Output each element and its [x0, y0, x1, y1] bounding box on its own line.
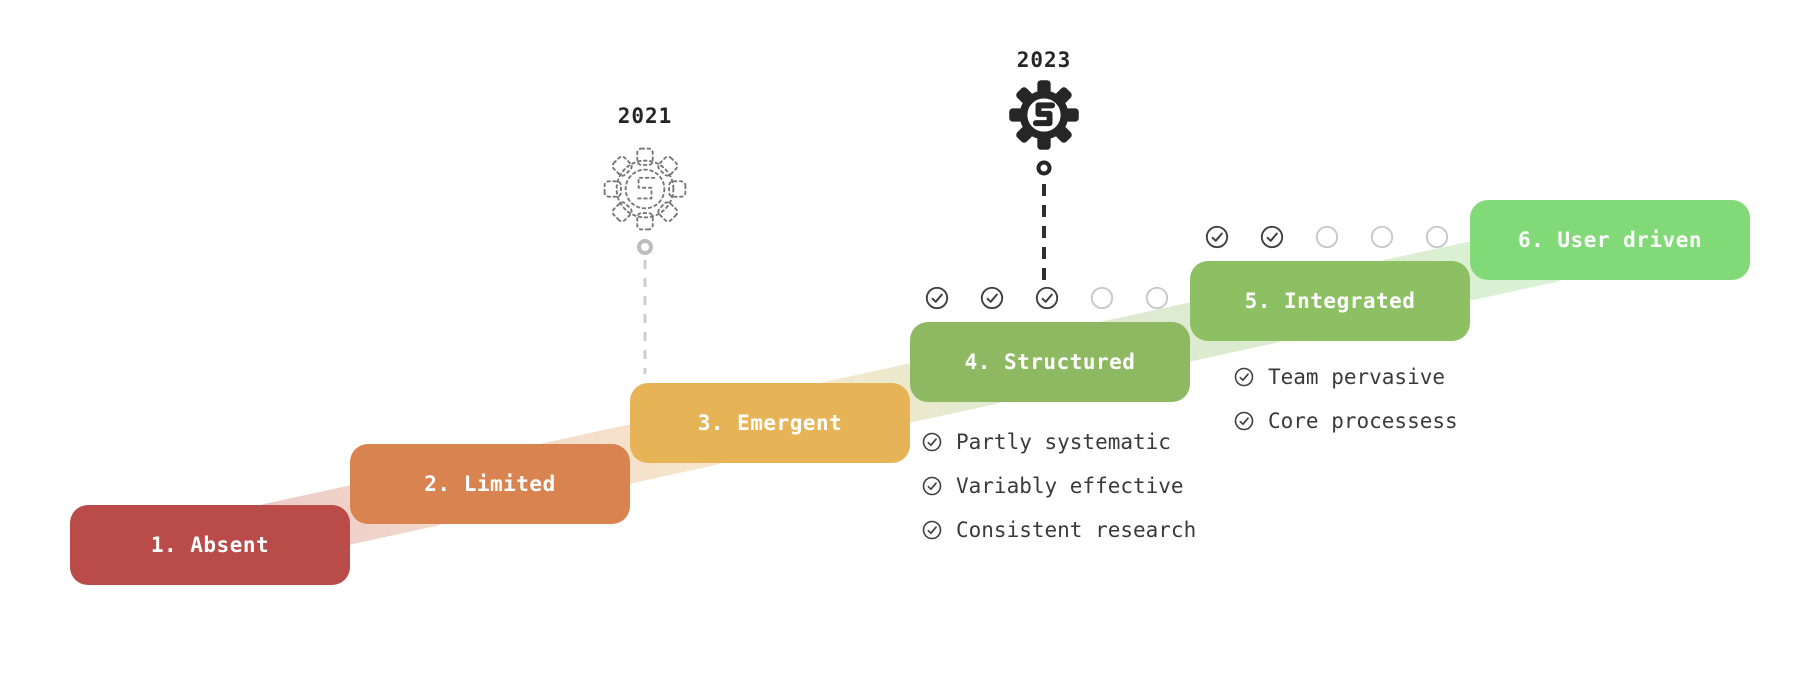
empty-circle-icon — [1425, 225, 1449, 249]
check-circle-icon — [922, 476, 942, 496]
progress-circle — [1145, 286, 1169, 310]
progress-circle — [1035, 286, 1059, 310]
step-box-2: 2. Limited — [350, 444, 630, 524]
progress-circle — [1205, 225, 1229, 249]
timeline-marker-2023: 2023 — [984, 48, 1104, 178]
checklist-item: Consistent research — [922, 518, 1197, 542]
check-circle-icon — [980, 286, 1004, 310]
progress-circle — [1425, 225, 1449, 249]
progress-circle — [980, 286, 1004, 310]
step-label: 4. Structured — [964, 350, 1136, 374]
step-label: 5. Integrated — [1244, 289, 1416, 313]
checklist-item-label: Consistent research — [956, 518, 1197, 542]
checklist-item: Variably effective — [922, 474, 1184, 498]
location-pin-icon — [637, 239, 653, 255]
check-circle-icon — [1234, 367, 1254, 387]
step-box-4: 4. Structured — [910, 322, 1190, 402]
step-box-3: 3. Emergent — [630, 383, 910, 463]
check-circle-icon — [925, 286, 949, 310]
progress-circle — [925, 286, 949, 310]
step-label: 2. Limited — [424, 472, 556, 496]
check-circle-icon — [1234, 411, 1254, 431]
check-circle-icon — [1205, 225, 1229, 249]
empty-circle-icon — [1145, 286, 1169, 310]
progress-circle — [1370, 225, 1394, 249]
location-pin-icon — [1036, 160, 1052, 176]
check-circle-icon — [922, 432, 942, 452]
step-box-5: 5. Integrated — [1190, 261, 1470, 341]
checklist-item: Partly systematic — [922, 430, 1171, 454]
empty-circle-icon — [1315, 225, 1339, 249]
empty-circle-icon — [1370, 225, 1394, 249]
step-box-6: 6. User driven — [1470, 200, 1750, 280]
dashed-gear-icon — [603, 147, 687, 231]
solid-gear-icon — [1009, 80, 1079, 150]
step-label: 3. Emergent — [697, 411, 843, 435]
marker-year-label: 2023 — [1016, 48, 1072, 72]
checklist-item-label: Partly systematic — [956, 430, 1171, 454]
progress-circle — [1315, 225, 1339, 249]
step-box-1: 1. Absent — [70, 505, 350, 585]
timeline-marker-2021: 2021 — [585, 104, 705, 258]
dashed-connector-line-2023 — [1042, 184, 1046, 292]
marker-year-label: 2021 — [617, 104, 673, 128]
check-circle-icon — [1035, 286, 1059, 310]
check-circle-icon — [1260, 225, 1284, 249]
checklist-item-label: Variably effective — [956, 474, 1184, 498]
dashed-connector-line-2021 — [643, 260, 647, 374]
empty-circle-icon — [1090, 286, 1114, 310]
checklist-item: Team pervasive — [1234, 365, 1446, 389]
check-circle-icon — [922, 520, 942, 540]
progress-circle — [1090, 286, 1114, 310]
checklist-item-label: Core processess — [1268, 409, 1458, 433]
progress-circle — [1260, 225, 1284, 249]
step-label: 1. Absent — [150, 533, 270, 557]
checklist-item: Core processess — [1234, 409, 1458, 433]
step-label: 6. User driven — [1517, 228, 1702, 252]
checklist-item-label: Team pervasive — [1268, 365, 1446, 389]
